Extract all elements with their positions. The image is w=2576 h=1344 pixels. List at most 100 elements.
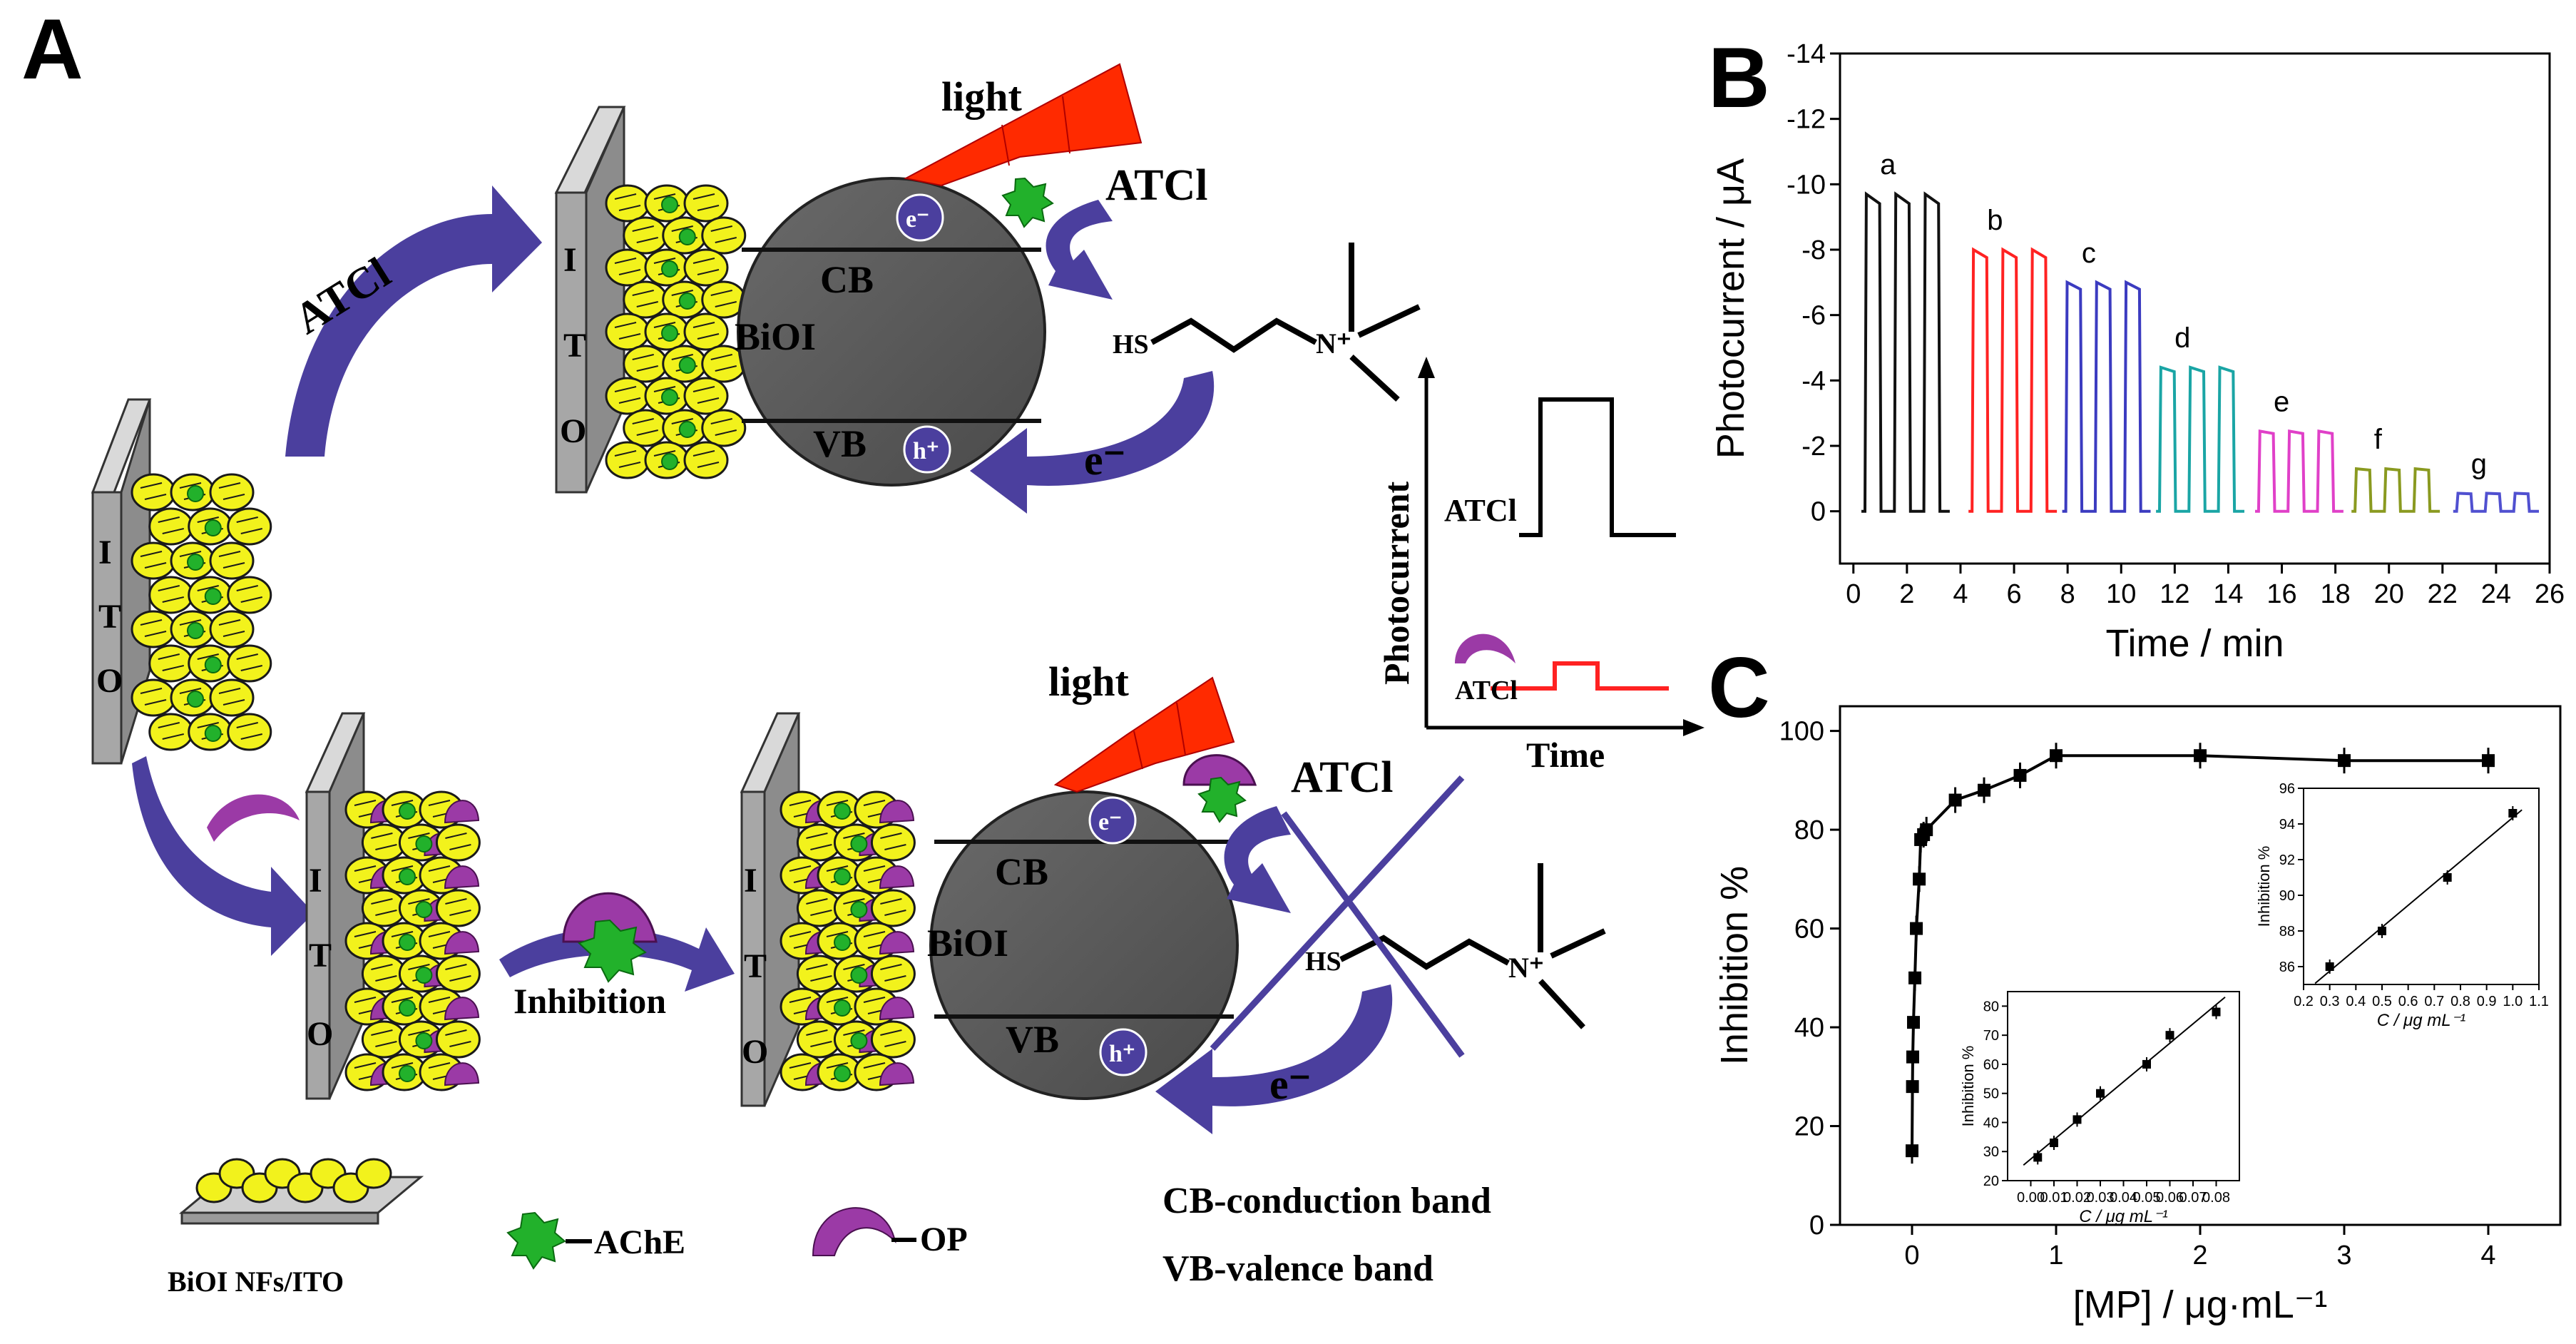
chart-c-point <box>1908 971 1922 984</box>
chart-b-xtick-label: 24 <box>2481 579 2511 609</box>
electrode-left-t: T <box>98 598 121 636</box>
op-molecule <box>444 800 480 824</box>
nanoflake-edge <box>236 722 262 740</box>
nanoflake-edge <box>880 898 906 916</box>
chart-c-inset-low-point <box>2142 1059 2151 1069</box>
nanoflake <box>683 377 729 415</box>
chart-c-inset-low-ytick-label: 20 <box>1983 1174 1999 1189</box>
nanoflake-edge <box>632 418 658 436</box>
nanoflake <box>605 312 650 351</box>
nanoflake-edge <box>710 225 737 243</box>
nanoflake <box>683 441 729 479</box>
nanoflake <box>148 644 194 683</box>
op-molecule-arrow <box>207 794 300 842</box>
chart-c-inset-low-ytick-label: 80 <box>1983 999 1999 1014</box>
chart-b-series-label-f: f <box>2374 424 2383 455</box>
ache-enzyme <box>204 519 222 536</box>
biol-sphere-bottom: CB BiOI VB e⁻ h⁺ <box>927 790 1239 1100</box>
inset-atcl-red: ATCl <box>1455 676 1518 706</box>
op-molecule <box>444 997 480 1021</box>
chart-c-point <box>1910 922 1923 935</box>
electrode-top-t: T <box>563 327 586 365</box>
chart-c-point <box>1920 823 1933 837</box>
nanoflake-edge <box>880 833 906 850</box>
biol-sphere-top: CB BiOI VB e⁻ h⁺ <box>735 177 1046 487</box>
chart-c-inset-high-xtick-label: 0.7 <box>2424 994 2444 1009</box>
chart-b-xtick-label: 6 <box>2006 579 2021 609</box>
nanoflake-edge <box>158 653 184 671</box>
blocked-cross <box>1210 775 1465 1058</box>
nanoflake-edge <box>158 585 184 603</box>
chart-c-inset-low-ytick-label: 50 <box>1983 1086 1999 1102</box>
nanoflake <box>227 507 272 546</box>
electrode-bottom-left: I T O <box>305 712 366 1100</box>
chart-c-inset-low-point <box>2165 1031 2174 1040</box>
chart-b-xtick-label: 22 <box>2428 579 2458 609</box>
chart-c-inset-high-ytick-label: 94 <box>2279 817 2295 833</box>
chart-c-xtick-label: 3 <box>2336 1241 2351 1271</box>
nanoflake <box>605 184 650 223</box>
legend-ache-label: AChE <box>594 1223 685 1261</box>
nanoflake <box>623 409 668 447</box>
inset-photocurrent-scheme: ATCl ATCl Photocurrent Time <box>1376 357 1704 775</box>
nanoflake-edge <box>140 482 167 500</box>
chart-c-point <box>1913 872 1926 886</box>
electrode-left-o: O <box>96 662 123 700</box>
chart-c-inset-low-ytick-label: 70 <box>1983 1028 1999 1044</box>
chart-c-xtick-label: 1 <box>2048 1241 2063 1271</box>
op-molecule <box>444 931 480 955</box>
nanoflake <box>227 713 272 751</box>
electrode-left-i: I <box>98 534 112 571</box>
nanoflake-edge <box>371 964 397 982</box>
chart-c-inset-low-xtick-label: 0.04 <box>2110 1190 2137 1206</box>
chart-c-inset-low-xtick-label: 0.05 <box>2133 1190 2161 1206</box>
chart-c-point <box>2050 749 2063 763</box>
chart-c-inset-high-xtick-label: 0.2 <box>2294 994 2314 1009</box>
chart-c-inset-high-point <box>2378 927 2386 935</box>
electrode-bl-t: T <box>309 937 332 974</box>
hs-top: HS <box>1113 330 1149 360</box>
nanoflake-edge <box>371 833 397 850</box>
ache-enzyme <box>415 835 433 852</box>
nanoflake <box>131 541 176 580</box>
arrow-atcl-to-product-top <box>1046 200 1113 300</box>
ache-enzyme <box>187 691 204 708</box>
nanoflake-edge <box>218 551 245 569</box>
electrode-left: I T O <box>91 398 152 765</box>
chart-c-point <box>1907 1016 1921 1029</box>
ache-enzyme-top <box>1001 177 1054 228</box>
nanoflake-edge <box>692 258 720 275</box>
hole-top <box>903 425 951 474</box>
ache-enzyme <box>661 325 678 342</box>
nanoflake <box>623 280 668 319</box>
chart-b-xtick-label: 16 <box>2266 579 2296 609</box>
ache-enzyme <box>850 967 868 984</box>
ache-enzyme <box>187 622 204 639</box>
nanoflakes-top <box>605 184 747 479</box>
ache-enzyme <box>850 901 868 918</box>
chart-b-series-label-d: d <box>2174 322 2190 354</box>
nanoflake <box>435 1020 481 1059</box>
legend-cb-label: CB-conduction band <box>1162 1181 1491 1221</box>
nanoflake <box>623 345 668 383</box>
nanoflakes-bottom-mid <box>780 790 916 1091</box>
hole-bottom <box>1099 1028 1148 1076</box>
chart-c-point <box>1948 793 1962 807</box>
chart-c-inset-low-xtick-label: 0.03 <box>2087 1190 2115 1206</box>
light-top-label: light <box>941 73 1022 120</box>
nanoflake-edge <box>218 482 245 500</box>
chart-b-series-e <box>2255 429 2344 513</box>
legend-nfs-label: BiOI NFs/ITO <box>168 1266 344 1298</box>
nanoflake <box>435 954 481 993</box>
op-molecule <box>444 865 480 890</box>
nanoflake-edge <box>445 964 471 982</box>
nanoflake-edge <box>158 722 184 740</box>
op-molecule <box>444 1062 480 1086</box>
nanoflake <box>148 507 194 546</box>
nanoflake-edge <box>614 450 641 468</box>
chart-b-series-c <box>2062 280 2151 513</box>
electron-bottom-label: e⁻ <box>1098 809 1122 835</box>
escaped-electron-bottom: e⁻ <box>1269 1061 1311 1108</box>
